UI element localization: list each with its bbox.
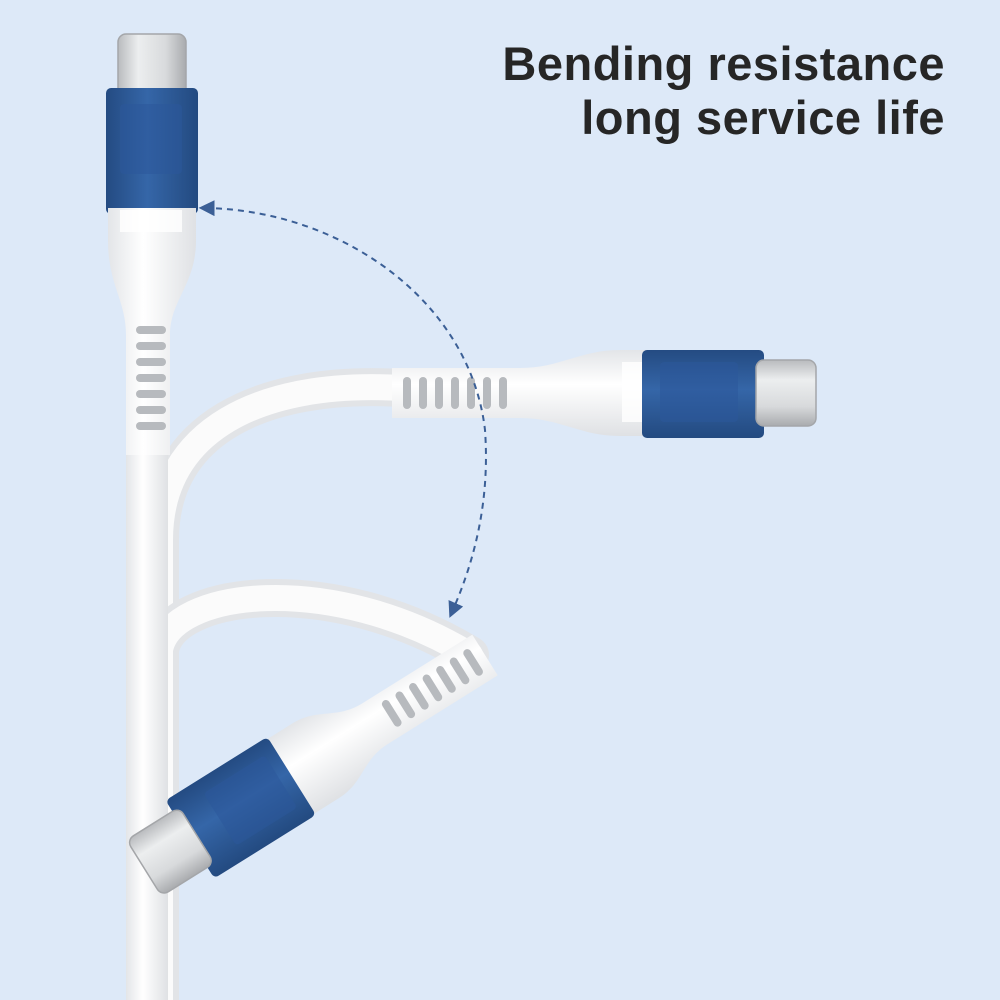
grip-ridges	[136, 326, 166, 430]
plug-metal-icon	[128, 809, 212, 894]
headline-line-2: long service life	[581, 91, 945, 144]
headline: Bending resistance long service life	[502, 40, 945, 148]
connector-vertical	[106, 33, 198, 455]
strain-relief	[392, 350, 648, 436]
strain-relief	[262, 634, 498, 817]
cable-upper-bend	[141, 368, 419, 1000]
dashed-curved-arrow-icon	[198, 200, 487, 618]
grip-ridges	[381, 649, 483, 727]
headline-line-1: Bending resistance	[502, 37, 945, 90]
cable-straight	[126, 440, 168, 1000]
plug-metal-icon	[755, 359, 817, 427]
plug-metal-icon	[117, 33, 187, 97]
connector-horizontal	[392, 350, 817, 438]
connector-diagonal	[128, 634, 498, 894]
